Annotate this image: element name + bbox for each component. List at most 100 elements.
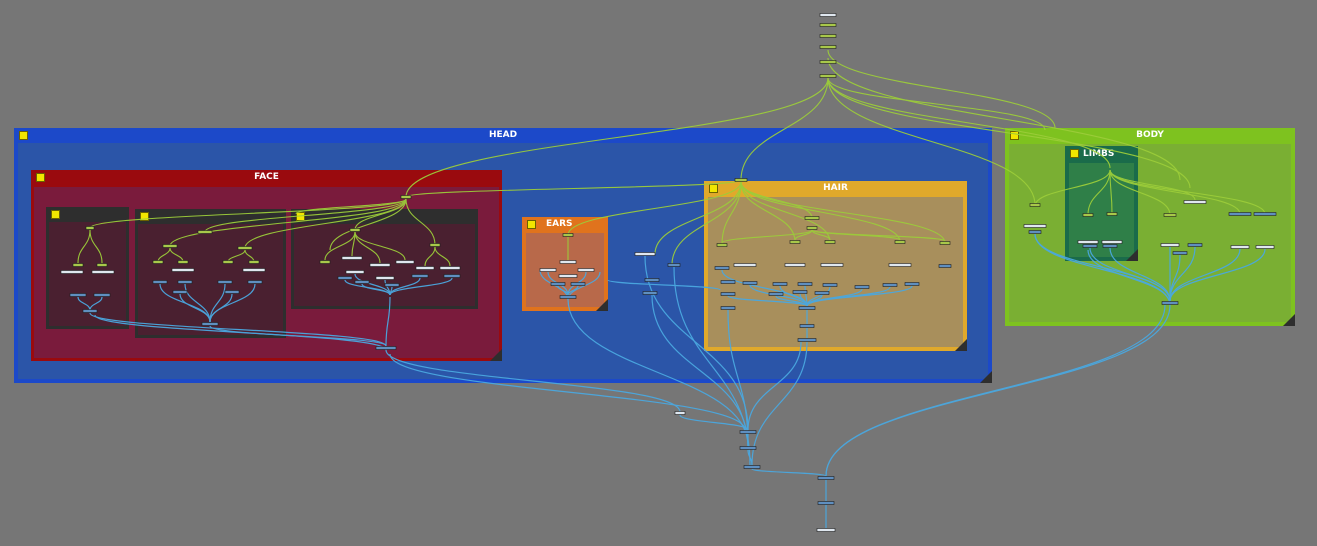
face-node[interactable] [93, 293, 111, 297]
hair-node[interactable] [720, 280, 736, 284]
hair-node[interactable] [797, 338, 817, 342]
output-chain-node[interactable] [817, 501, 835, 505]
resize-corner-icon[interactable] [1126, 249, 1138, 261]
square-toggle-icon[interactable] [709, 184, 718, 193]
face-node[interactable] [152, 260, 164, 264]
face-node[interactable] [429, 243, 441, 247]
face-node[interactable] [222, 260, 234, 264]
hair-node[interactable] [888, 263, 912, 267]
face-node[interactable] [69, 293, 87, 297]
body-node[interactable] [1253, 212, 1277, 216]
head-node[interactable] [667, 263, 681, 267]
hair-node[interactable] [799, 324, 815, 328]
face-node[interactable] [354, 280, 370, 284]
resize-corner-icon[interactable] [490, 349, 502, 361]
output-chain-node[interactable] [743, 465, 761, 469]
body-node[interactable] [1082, 213, 1094, 217]
body-node[interactable] [1161, 301, 1179, 305]
face-node[interactable] [248, 260, 260, 264]
hair-node[interactable] [798, 306, 816, 310]
face-node[interactable] [443, 274, 461, 278]
top-chain-node[interactable] [819, 13, 837, 17]
face-node[interactable] [177, 260, 189, 264]
head-node[interactable] [634, 252, 656, 256]
resize-corner-icon[interactable] [980, 371, 992, 383]
body-node[interactable] [1255, 245, 1275, 249]
hair-hub-node[interactable] [734, 178, 748, 182]
body-node[interactable] [1023, 224, 1047, 228]
body-node[interactable] [1077, 240, 1099, 244]
body-node[interactable] [1082, 244, 1098, 248]
face-node[interactable] [395, 260, 415, 264]
hair-node[interactable] [814, 291, 830, 295]
face-node[interactable] [172, 290, 188, 294]
face-node[interactable] [60, 270, 84, 274]
hair-node[interactable] [716, 243, 728, 247]
ears-node[interactable] [558, 274, 578, 278]
face-node[interactable] [349, 228, 361, 232]
hair-node[interactable] [824, 240, 836, 244]
face-node[interactable] [375, 276, 395, 280]
backdrop-body[interactable]: BODY [1005, 128, 1295, 326]
face-node[interactable] [237, 246, 253, 250]
hair-node[interactable] [784, 263, 806, 267]
face-node[interactable] [415, 266, 435, 270]
face-node[interactable] [171, 268, 195, 272]
top-chain-node[interactable] [819, 60, 837, 64]
top-chain-node[interactable] [819, 34, 837, 38]
face-node[interactable] [201, 322, 219, 326]
hair-node[interactable] [768, 292, 784, 296]
hair-node[interactable] [939, 241, 951, 245]
hair-node[interactable] [714, 266, 730, 270]
face-node[interactable] [384, 283, 400, 287]
face-node[interactable] [411, 274, 429, 278]
hair-node[interactable] [822, 283, 838, 287]
hair-node[interactable] [789, 240, 801, 244]
ears-node[interactable] [559, 260, 577, 264]
body-node[interactable] [1102, 244, 1118, 248]
top-chain-node[interactable] [819, 74, 837, 78]
face-node[interactable] [242, 268, 266, 272]
body-node[interactable] [1160, 243, 1180, 247]
body-node[interactable] [1187, 243, 1203, 247]
hair-node[interactable] [772, 282, 788, 286]
backdrop-hair-header[interactable]: HAIR [704, 181, 967, 195]
face-node[interactable] [369, 263, 391, 267]
output-chain-node[interactable] [817, 476, 835, 480]
backdrop-face-sub-1[interactable] [46, 207, 129, 329]
backdrop-body-header[interactable]: BODY [1005, 128, 1295, 142]
face-node[interactable] [197, 230, 213, 234]
ears-node[interactable] [539, 268, 557, 272]
face-node[interactable] [341, 256, 363, 260]
face-node[interactable] [439, 266, 461, 270]
square-toggle-icon[interactable] [140, 212, 149, 221]
hair-node[interactable] [820, 263, 844, 267]
top-chain-node[interactable] [819, 45, 837, 49]
square-toggle-icon[interactable] [51, 210, 60, 219]
face-node[interactable] [319, 260, 331, 264]
face-merge-node[interactable] [375, 346, 397, 350]
top-chain-node[interactable] [819, 23, 837, 27]
output-chain-node[interactable] [739, 446, 757, 450]
graph-nodes[interactable] [60, 13, 1277, 532]
face-hub-node[interactable] [400, 195, 412, 199]
hair-node[interactable] [792, 290, 808, 294]
face-node[interactable] [337, 276, 353, 280]
ears-node[interactable] [550, 282, 566, 286]
face-node[interactable] [72, 263, 84, 267]
square-toggle-icon[interactable] [36, 173, 45, 182]
body-node[interactable] [1101, 240, 1123, 244]
body-node[interactable] [1106, 212, 1118, 216]
body-node[interactable] [1172, 251, 1188, 255]
output-chain-node[interactable] [674, 411, 686, 415]
backdrop-head-header[interactable]: HEAD [14, 128, 992, 142]
head-node[interactable] [644, 278, 660, 282]
hair-node[interactable] [720, 306, 736, 310]
hair-node[interactable] [804, 216, 820, 220]
backdrop-ears[interactable]: EARS [522, 217, 608, 311]
body-node[interactable] [1230, 245, 1250, 249]
face-node[interactable] [91, 270, 115, 274]
face-node[interactable] [177, 280, 193, 284]
face-node[interactable] [217, 280, 233, 284]
